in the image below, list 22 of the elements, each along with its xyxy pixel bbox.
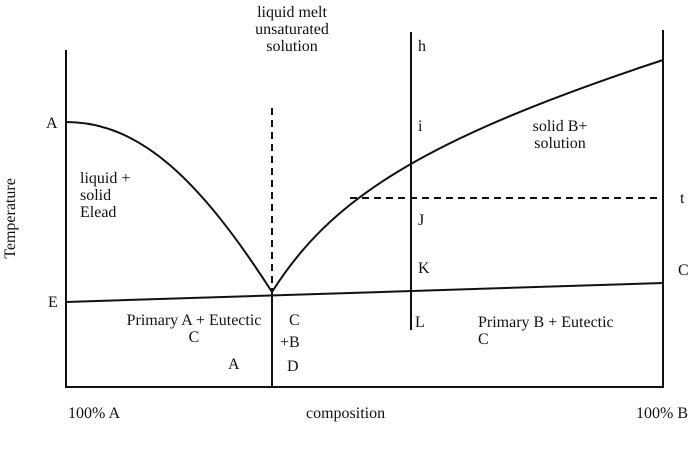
point-label: A [46, 115, 58, 132]
axis-title: Temperature [2, 178, 19, 259]
point-label: C [289, 312, 300, 329]
point-label: C [678, 262, 689, 279]
region-label: Primary B + Eutectic C [478, 314, 615, 348]
point-label: E [48, 294, 58, 311]
point-label: K [418, 260, 430, 277]
point-label: t [680, 190, 684, 207]
region-label: liquid + solid Elead [80, 170, 132, 221]
point-label: J [418, 212, 424, 229]
point-label: composition [306, 405, 386, 422]
region-label: Primary A + Eutectic C [126, 312, 262, 346]
point-label: 100% B [636, 405, 688, 422]
point-label: h [418, 38, 426, 55]
region-label: liquid melt unsaturated solution [254, 4, 330, 55]
point-label: D [287, 358, 299, 375]
point-label: +B [280, 334, 300, 351]
point-label: 100% A [68, 405, 120, 422]
region-label: solid B+ solution [532, 118, 588, 152]
point-label: A [228, 356, 240, 373]
point-label: i [418, 118, 422, 135]
point-label: L [415, 314, 425, 331]
